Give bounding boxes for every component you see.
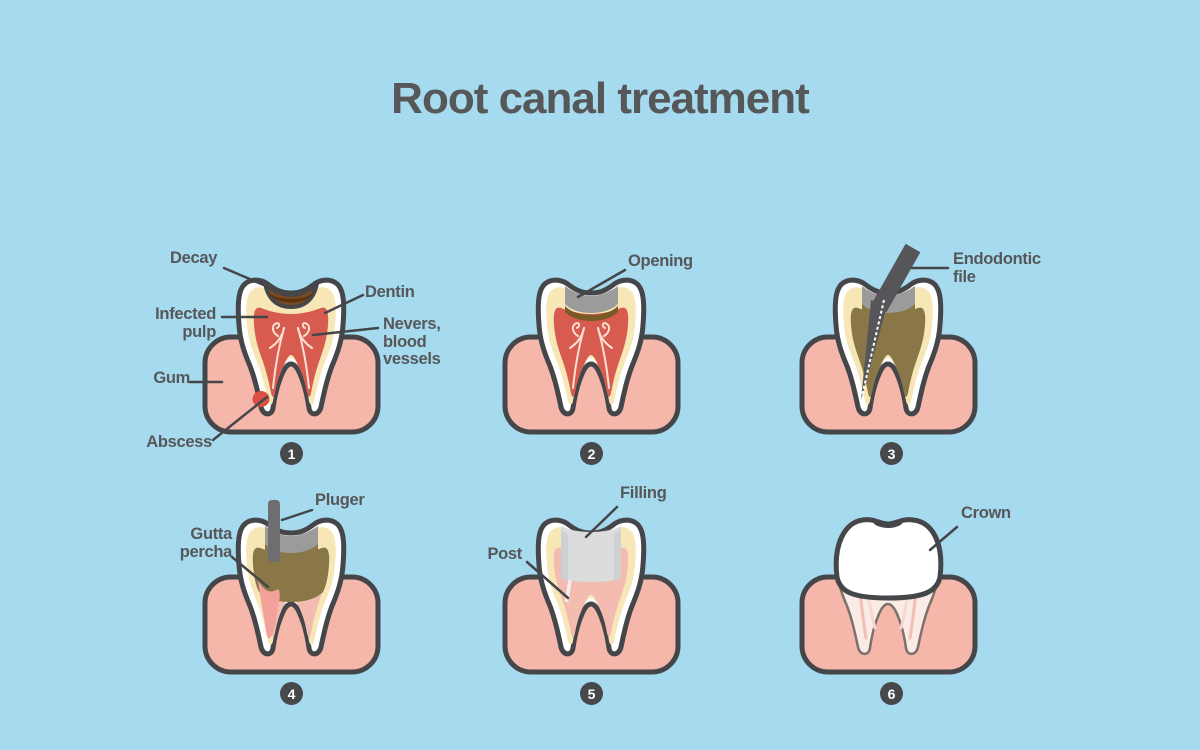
page-title: Root canal treatment [391,74,810,123]
leader-gutta-percha [230,555,270,589]
step-number-badge: 6 [880,682,903,705]
tooth-illustration-2 [440,268,740,500]
label-infected-pulp: Infected pulp [155,305,216,341]
panel-step-2: Opening 2 [440,240,740,500]
plugger-shape [268,500,280,562]
step-number-badge: 4 [280,682,303,705]
panel-step-4: Pluger Gutta percha 4 [140,480,440,740]
leader-pluger [280,508,314,522]
label-decay: Decay [170,249,218,267]
leader-post [525,560,570,600]
decay-remnant-band [565,306,618,321]
panel-step-6: Crown 6 [740,480,1040,740]
endodontic-file-shape [871,243,921,313]
tooth-illustration-5 [440,505,740,740]
panel-step-5: Filling Post 5 [440,480,740,740]
label-nerves-blood-vessels: Nevers, blood vessels [383,315,441,369]
tooth-illustration-6 [740,517,1040,740]
leader-dentin [323,293,365,315]
label-endodontic-file: Endodontic file [953,250,1041,286]
tooth-illustration-3 [740,243,1040,500]
leader-abscess [211,395,269,442]
filling-shade-left [561,530,568,581]
leader-decay [222,266,268,288]
panel-step-3: Endodontic file 3 [740,240,1041,500]
crown-fissure-line [874,521,902,528]
label-dentin: Dentin [365,283,415,301]
panel-step-1: Decay Dentin Infected pulp Nevers, blood… [140,240,441,500]
decay-shape [263,281,319,309]
step-number-badge: 1 [280,442,303,465]
label-pluger: Pluger [315,491,365,509]
label-crown: Crown [961,504,1011,522]
leader-crown [928,525,959,552]
leader-nerves [311,326,380,337]
label-gutta-percha: Gutta percha [179,525,233,561]
filling-shade-right [614,530,621,581]
endodontic-file-tip [861,300,887,400]
step-number-badge: 5 [580,682,603,705]
tooth-illustration-1 [188,266,440,442]
tooth-illustration-4 [140,500,440,740]
decay-inner-shadow [268,292,314,303]
leader-filling [584,505,619,539]
filling-shape [561,526,621,582]
label-post: Post [487,545,522,563]
step-number-badge: 2 [580,442,603,465]
label-gum: Gum [153,369,190,387]
label-opening: Opening [628,252,693,270]
abscess-shape [252,391,270,407]
label-filling: Filling [620,484,667,502]
gutta-percha-shape [258,580,280,639]
label-abscess: Abscess [146,433,212,451]
leader-opening [576,268,627,299]
step-number-badge: 3 [880,442,903,465]
crown-shape [833,517,944,601]
